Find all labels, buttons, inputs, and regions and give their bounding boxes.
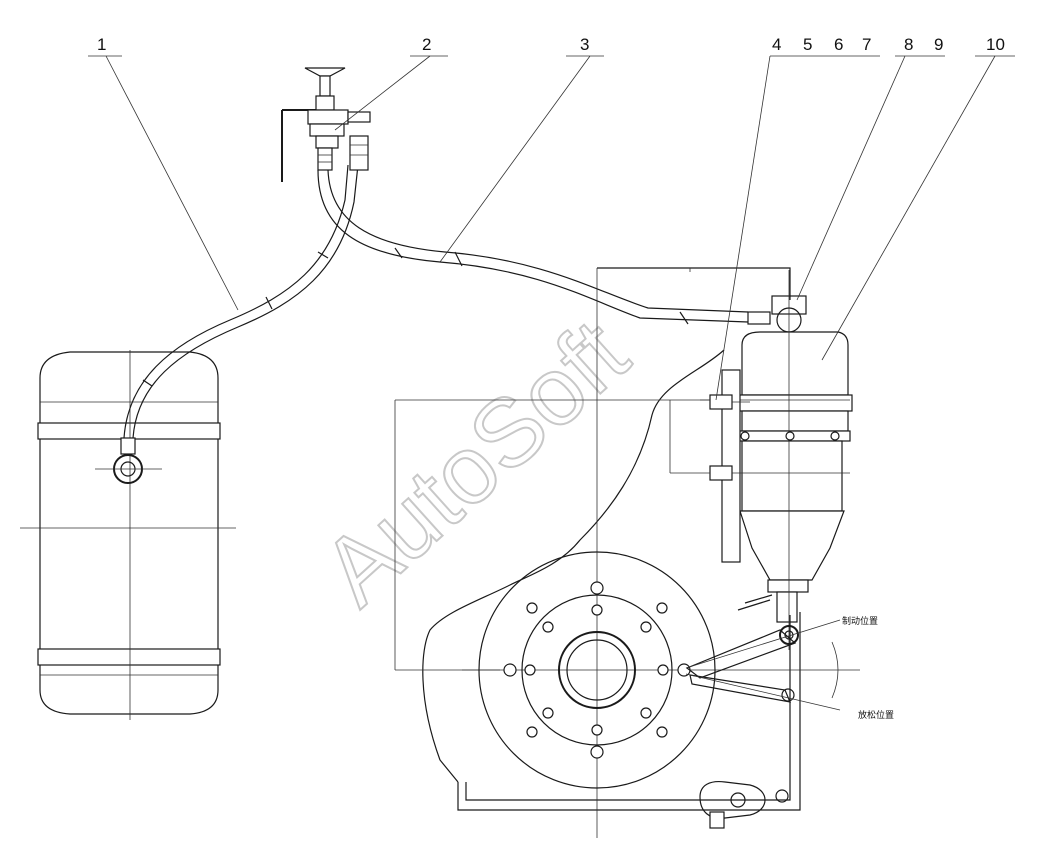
callout-3: 3 <box>580 35 589 54</box>
housing-outline <box>394 267 860 838</box>
callout-10: 10 <box>986 35 1005 54</box>
watermark: AutoSoft <box>302 300 647 626</box>
callout-6: 6 <box>834 35 843 54</box>
brake-position-label: 制动位置 <box>842 615 878 627</box>
hose-1 <box>123 164 359 439</box>
callout-5: 5 <box>803 35 812 54</box>
slack-adjuster <box>685 594 841 711</box>
wheel-hub <box>478 551 716 789</box>
bottom-bracket <box>699 780 789 829</box>
air-tank <box>20 350 236 720</box>
release-position-label: 放松位置 <box>858 709 894 721</box>
brake-chamber <box>700 270 853 650</box>
callout-2: 2 <box>422 35 431 54</box>
callout-7: 7 <box>862 35 871 54</box>
control-valve <box>281 67 371 182</box>
hose-3 <box>317 169 749 325</box>
callout-9: 9 <box>934 35 943 54</box>
callout-1: 1 <box>97 35 106 54</box>
callout-leaders <box>88 55 1015 401</box>
callout-4: 4 <box>772 35 781 54</box>
callout-8: 8 <box>904 35 913 54</box>
